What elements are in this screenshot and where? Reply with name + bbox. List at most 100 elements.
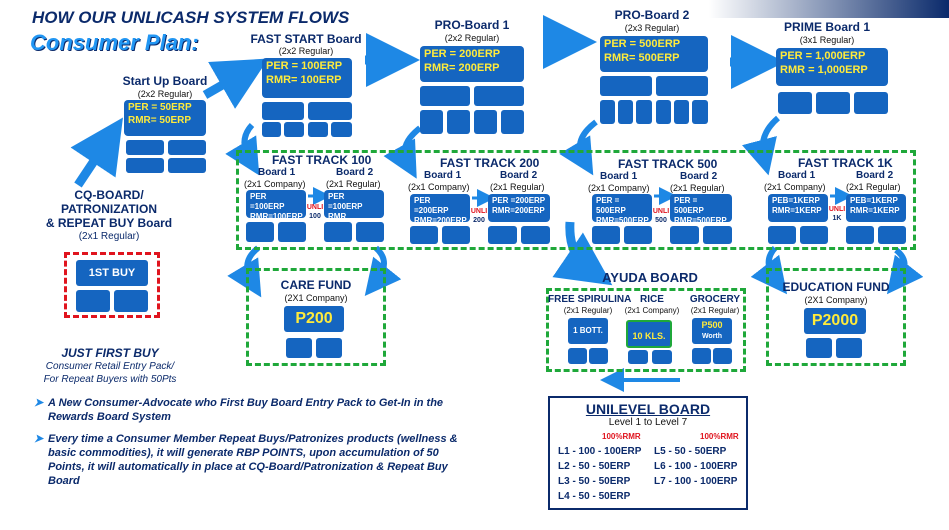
startup-rmr: RMR= 50ERP <box>128 114 192 126</box>
pro2-sub: (2x3 Regular) <box>624 23 680 33</box>
unilevel-board: UNILEVEL BOARD Level 1 to Level 7 100%RM… <box>548 396 748 510</box>
pro2-slot <box>674 100 689 124</box>
bullet-arrow-icon: ➤ <box>34 433 44 445</box>
page-title: HOW OUR UNLICASH SYSTEM FLOWS <box>32 8 350 27</box>
unilevel-row: L2 - 50 - 50ERP <box>558 461 631 472</box>
grocery-sub: (2x1 Regular) <box>690 306 740 315</box>
cq-board-title-line1: CQ-BOARD/ <box>74 188 144 202</box>
first-buy-title: JUST FIRST BUY <box>61 346 159 360</box>
first-buy-line1: Consumer Retail Entry Pack/ <box>45 361 175 372</box>
startup-values: PER = 50ERP RMR= 50ERP <box>124 100 206 136</box>
bullet-item: ➤ A New Consumer-Advocate who First Buy … <box>34 396 464 424</box>
pro1-slot <box>420 110 443 134</box>
ayuda-slot <box>568 348 587 364</box>
ft500-b2-per: PER = 500ERP <box>674 196 704 215</box>
ft1k-b2-rmr: RMR=1KERP <box>850 206 900 215</box>
grocery-value-worth: Worth <box>701 333 723 340</box>
ft100-b1-values: PER =100ERP RMR=100ERP <box>246 190 306 221</box>
bullet-item: ➤ Every time a Consumer Member Repeat Bu… <box>34 432 464 488</box>
faststart-sub: (2x2 Regular) <box>278 46 334 56</box>
faststart-slot <box>308 102 352 120</box>
ft-slot <box>278 222 306 242</box>
ft-slot <box>410 226 438 244</box>
pro1-sub: (2x2 Regular) <box>444 33 500 43</box>
bullet-text: Every time a Consumer Member Repeat Buys… <box>48 433 458 487</box>
ft100-unli-num: 100 <box>309 213 321 220</box>
ft200-b1: Board 1 <box>424 170 462 181</box>
unilevel-row: L7 - 100 - 100ERP <box>654 476 738 487</box>
care-fund-value: P200 <box>284 306 344 332</box>
pro2-slot <box>656 100 671 124</box>
ft1k-title: FAST TRACK 1K <box>798 156 893 170</box>
ft100-title: FAST TRACK 100 <box>272 153 372 167</box>
pro1-per: PER = 200ERP <box>424 48 501 60</box>
ft200-b2-values: PER =200ERP RMR=200ERP <box>488 194 550 222</box>
ft200-b2-sub: (2x1 Regular) <box>490 182 545 192</box>
pro1-slot <box>474 110 497 134</box>
ft1k-b2: Board 2 <box>856 170 894 181</box>
ft-slot <box>324 222 352 242</box>
ft1k-unli-num: 1K <box>832 215 842 222</box>
ft-slot <box>768 226 796 244</box>
cq-slot <box>76 290 110 312</box>
ft500-b1-values: PER = 500ERP RMR=500ERP <box>592 194 652 225</box>
ft1k-b1: Board 1 <box>778 170 816 181</box>
startup-slot <box>168 140 206 155</box>
cq-board-sub: (2x1 Regular) <box>78 231 140 242</box>
prime1-slot <box>778 92 812 114</box>
ft1k-b2-values: PEB=1KERP RMR=1KERP <box>846 194 906 222</box>
ft200-title: FAST TRACK 200 <box>440 156 540 170</box>
corner-decoration <box>709 0 949 18</box>
faststart-slot <box>331 122 352 137</box>
ft100-b1: Board 1 <box>258 167 296 178</box>
rice-title: RICE <box>640 294 664 305</box>
startup-sub: (2x2 Regular) <box>137 89 193 99</box>
unilevel-row: L5 - 50 - 50ERP <box>654 446 727 457</box>
cq-board-title-line2: PATRONIZATION <box>61 202 157 216</box>
prime1-title: PRIME Board 1 <box>783 20 870 34</box>
ft200-unli-label: UNLI <box>470 208 488 215</box>
pro2-slot <box>656 76 708 96</box>
care-fund-frame <box>246 268 386 366</box>
ft1k-b1-rmr: RMR=1KERP <box>772 206 822 215</box>
pro2-slot <box>600 76 652 96</box>
pro2-slot <box>618 100 633 124</box>
ft-slot <box>592 226 620 244</box>
prime1-slot <box>816 92 850 114</box>
pro1-slot <box>447 110 470 134</box>
ft200-b2: Board 2 <box>500 170 538 181</box>
ft100-b1-rmr: RMR=100ERP <box>250 212 303 221</box>
ft1k-b1-sub: (2x1 Company) <box>764 182 826 192</box>
ft500-b1-rmr: RMR=500ERP <box>596 216 649 225</box>
ft-slot <box>246 222 274 242</box>
faststart-values: PER = 100ERP RMR= 100ERP <box>262 58 352 98</box>
faststart-title: FAST START Board <box>250 32 362 46</box>
startup-slot <box>168 158 206 173</box>
ft100-b2-per: PER =100ERP <box>328 192 363 211</box>
first-buy-box: 1ST BUY <box>76 260 148 286</box>
care-slot <box>316 338 342 358</box>
ft200-unli: UNLI 200 <box>470 207 488 225</box>
ayuda-slot <box>628 350 648 364</box>
pro1-slot <box>420 86 470 106</box>
ft100-unli-label: UNLI <box>306 204 324 211</box>
ft-slot <box>624 226 652 244</box>
ft200-b1-rmr: RMR=200ERP <box>414 216 467 225</box>
ft100-b2-values: PER =100ERP RMR =100ERP <box>324 190 384 231</box>
spirulina-sub: (2x1 Regular) <box>563 306 613 315</box>
pro1-slot <box>501 110 524 134</box>
pro2-values: PER = 500ERP RMR= 500ERP <box>600 36 708 72</box>
ft1k-unli: UNLI 1K <box>828 205 846 223</box>
pro1-rmr: RMR= 200ERP <box>424 61 500 74</box>
ft100-unli: UNLI 100 <box>306 203 324 221</box>
grocery-value: P500 Worth <box>692 318 732 344</box>
care-fund-sub: (2X1 Company) <box>284 293 348 303</box>
pro2-slot <box>600 100 615 124</box>
ft500-b1: Board 1 <box>600 171 638 182</box>
ft200-b1-values: PER =200ERP RMR=200ERP <box>410 194 470 225</box>
unilevel-sub: Level 1 to Level 7 <box>608 417 688 428</box>
education-fund-value: P2000 <box>804 308 866 334</box>
education-fund-frame <box>766 268 906 366</box>
grocery-title: GROCERY <box>689 294 741 305</box>
cq-board: CQ-BOARD/ PATRONIZATION & REPEAT BUY Boa… <box>38 188 180 244</box>
